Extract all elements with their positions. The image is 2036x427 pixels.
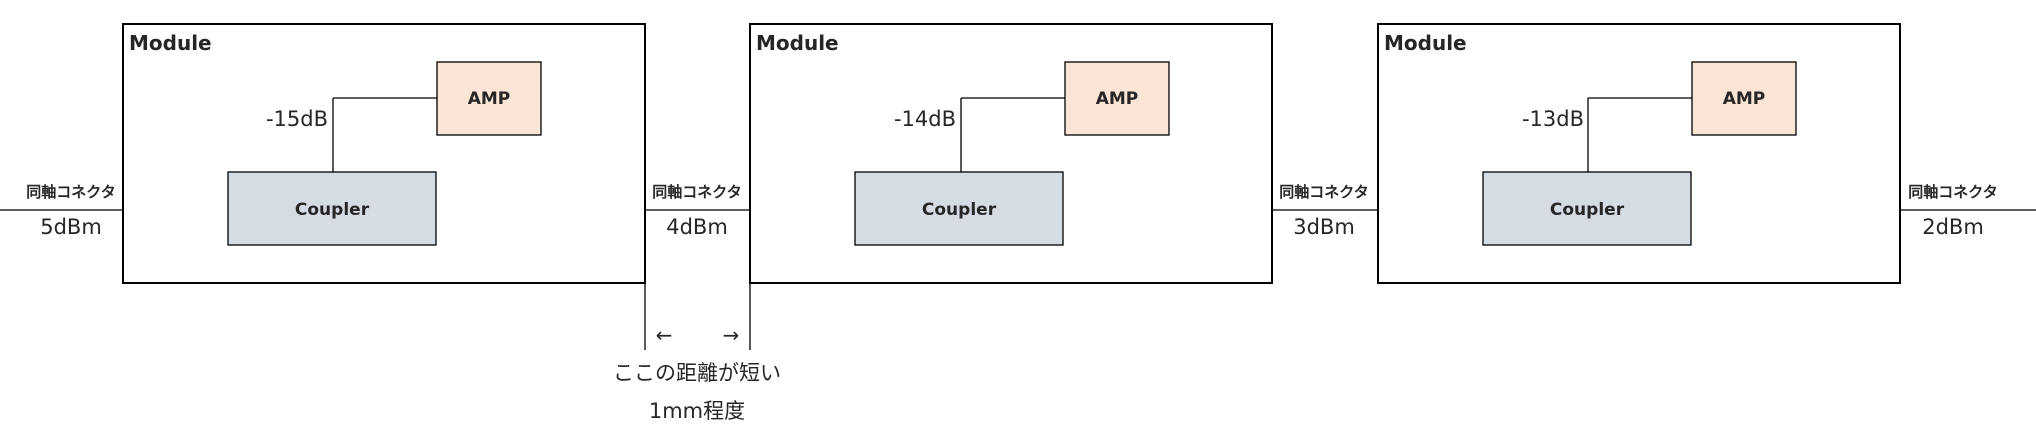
connector-power: 4dBm xyxy=(666,215,728,239)
connector-label: 同軸コネクタ xyxy=(1279,183,1368,201)
gap-note-line2: 1mm程度 xyxy=(649,399,745,423)
connector-power: 2dBm xyxy=(1922,215,1984,239)
connector-power: 5dBm xyxy=(40,215,102,239)
coupler-block xyxy=(227,171,437,246)
gap-annotation: ← → ここの距離が短い 1mm程度 xyxy=(613,283,781,423)
module-box xyxy=(122,23,646,284)
coupler-label: Coupler xyxy=(295,200,370,220)
right-arrow-icon: → xyxy=(723,323,740,347)
connector-power: 3dBm xyxy=(1293,215,1355,239)
left-arrow-icon: ← xyxy=(656,323,673,347)
coupler-label: Coupler xyxy=(1550,200,1625,220)
coupling-value: -14dB xyxy=(894,107,956,131)
gap-note-line1: ここの距離が短い xyxy=(613,361,781,385)
coupling-value: -13dB xyxy=(1522,107,1584,131)
amp-label: AMP xyxy=(468,89,511,109)
amp-block xyxy=(1064,61,1170,136)
module-title: Module xyxy=(1384,31,1467,55)
coupler-block xyxy=(854,171,1064,246)
amp-label: AMP xyxy=(1723,89,1766,109)
connector-label: 同軸コネクタ xyxy=(26,183,115,201)
connector-label: 同軸コネクタ xyxy=(1908,183,1997,201)
coupler-block xyxy=(1482,171,1692,246)
module-title: Module xyxy=(756,31,839,55)
amp-block xyxy=(436,61,542,136)
module-title: Module xyxy=(129,31,212,55)
module-3: Module AMP Coupler -13dB xyxy=(1377,23,1901,284)
coupler-label: Coupler xyxy=(922,200,997,220)
connector-label: 同軸コネクタ xyxy=(652,183,741,201)
amp-label: AMP xyxy=(1096,89,1139,109)
module-1: Module AMP Coupler -15dB xyxy=(122,23,646,284)
module-2: Module AMP Coupler -14dB xyxy=(749,23,1273,284)
coupling-value: -15dB xyxy=(266,107,328,131)
amp-block xyxy=(1691,61,1797,136)
